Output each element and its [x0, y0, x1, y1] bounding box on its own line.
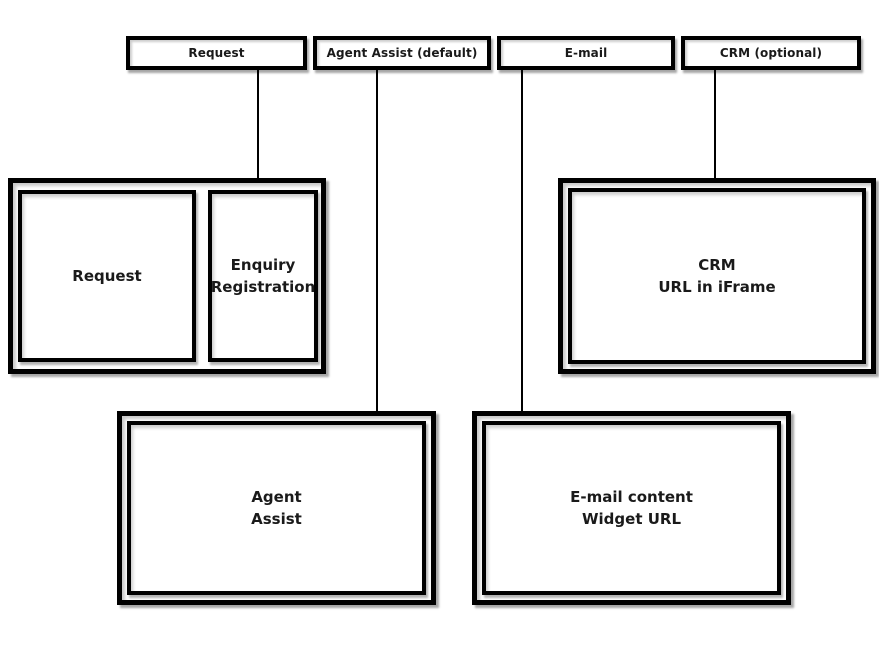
email-content-widget-container: E-mail content Widget URL — [472, 411, 791, 605]
email-label-line2: Widget URL — [581, 510, 682, 528]
tab-crm-optional: CRM (optional) — [681, 36, 861, 70]
agent-assist-label-line2: Assist — [251, 510, 302, 528]
agent-assist-box: Agent Assist — [127, 421, 426, 595]
agent-assist-label-line1: Agent — [251, 488, 302, 506]
enquiry-registration-box: Enquiry Registration — [208, 190, 318, 362]
tab-request: Request — [126, 36, 307, 70]
tab-agent-assist-default: Agent Assist (default) — [313, 36, 491, 70]
request-group-container: Request Enquiry Registration — [8, 178, 326, 374]
request-box: Request — [18, 190, 196, 362]
tab-agent-assist-default-label: Agent Assist (default) — [326, 46, 478, 60]
tab-email: E-mail — [497, 36, 675, 70]
connector-request — [257, 70, 259, 178]
connector-agent-assist — [376, 70, 378, 411]
agent-assist-label: Agent Assist — [251, 486, 302, 530]
email-label-line1: E-mail content — [570, 488, 693, 506]
email-content-widget-label: E-mail content Widget URL — [570, 486, 693, 530]
enquiry-label-line1: Enquiry — [230, 256, 296, 274]
tab-request-label: Request — [188, 46, 245, 60]
crm-url-iframe-box: CRM URL in iFrame — [568, 188, 866, 364]
tab-crm-optional-label: CRM (optional) — [719, 46, 823, 60]
crm-url-iframe-container: CRM URL in iFrame — [558, 178, 876, 374]
request-box-label: Request — [72, 267, 142, 285]
enquiry-registration-label: Enquiry Registration — [211, 254, 316, 298]
agent-assist-container: Agent Assist — [117, 411, 436, 605]
crm-url-iframe-label: CRM URL in iFrame — [658, 254, 775, 298]
email-content-widget-box: E-mail content Widget URL — [482, 421, 781, 595]
connector-crm — [714, 70, 716, 178]
enquiry-label-line2: Registration — [210, 278, 316, 296]
crm-label-line2: URL in iFrame — [658, 278, 776, 296]
tab-email-label: E-mail — [564, 46, 608, 60]
connector-email — [521, 70, 523, 411]
crm-label-line1: CRM — [698, 256, 736, 274]
